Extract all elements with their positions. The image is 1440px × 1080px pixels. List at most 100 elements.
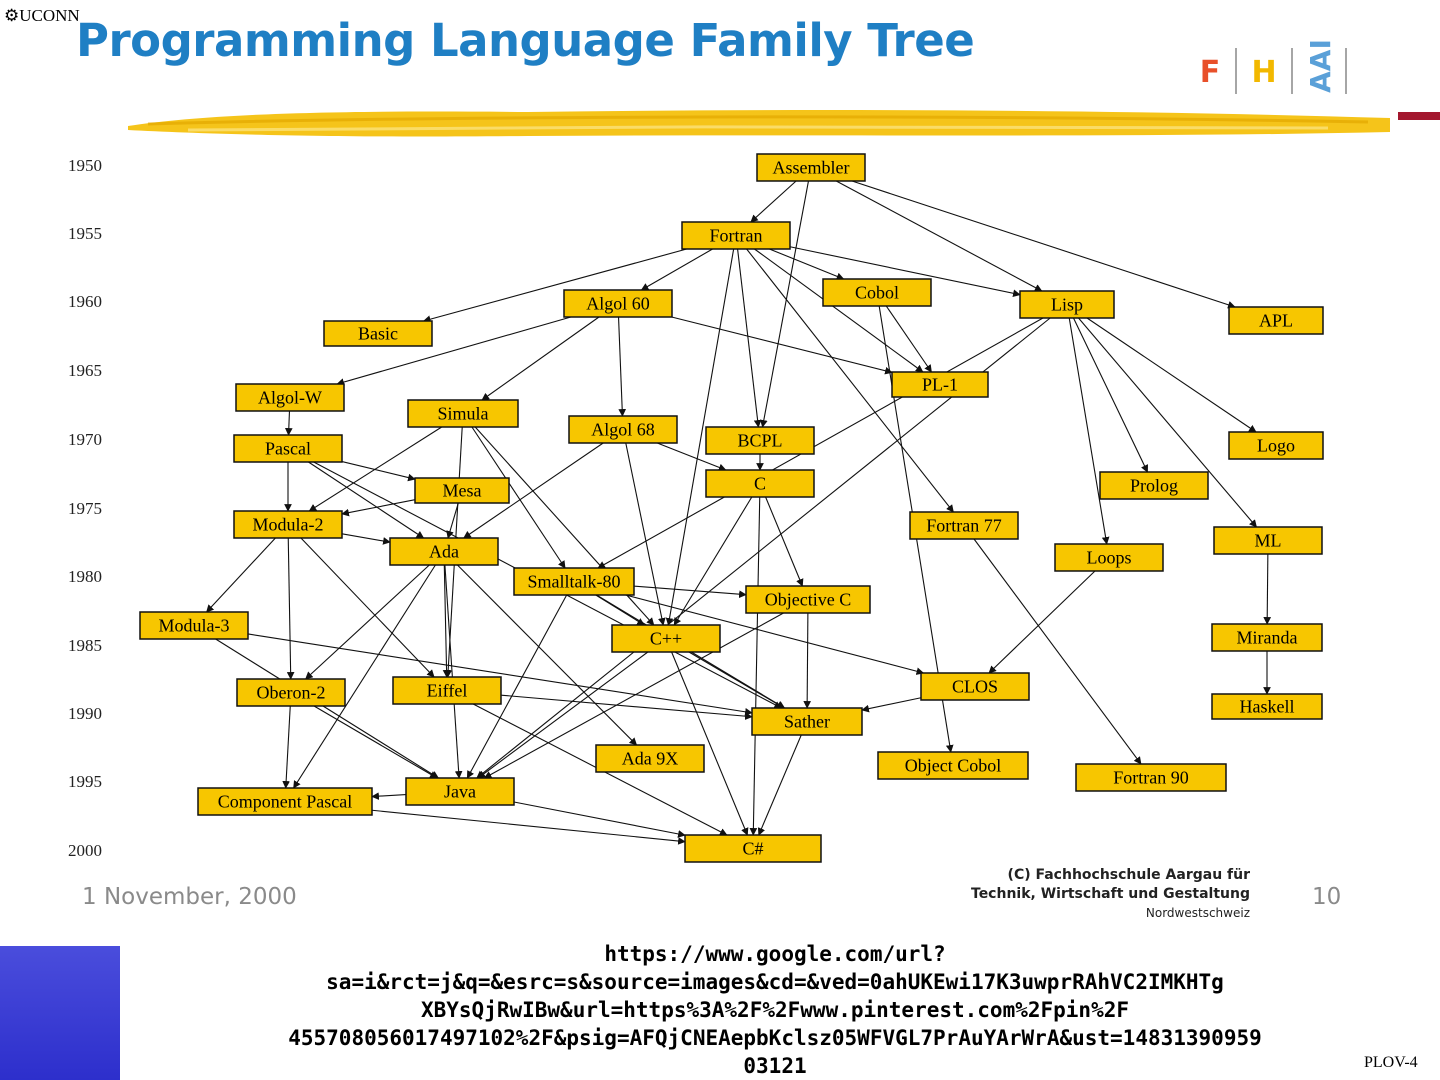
node-bcpl: BCPL — [705, 426, 815, 455]
node-box — [1228, 431, 1324, 460]
node-box — [568, 415, 678, 444]
edge-modula3-to-java — [215, 638, 440, 779]
node-label: C++ — [650, 629, 682, 649]
node-box — [392, 676, 502, 705]
node-fortran: Fortran — [681, 221, 791, 250]
node-box — [1099, 471, 1209, 500]
node-label: Mesa — [443, 481, 482, 501]
edge-lisp-to-prolog — [1072, 317, 1149, 473]
edge-objectivec-to-java — [483, 612, 784, 779]
node-box — [389, 537, 499, 566]
edge-modula2-to-oberon2 — [286, 537, 295, 680]
edge-algol68-to-cpp — [625, 442, 666, 626]
edge-fortran-to-algol60 — [640, 248, 713, 291]
uconn-label: UCONN — [19, 6, 80, 25]
edge-cpp-to-sather — [688, 651, 785, 709]
node-label: CLOS — [952, 677, 998, 697]
edge-componentpascal-to-csharp — [371, 809, 686, 845]
copyright-line-3: Nordwestschweiz — [1145, 906, 1250, 920]
node-box — [705, 426, 815, 455]
edge-ml-to-miranda — [1263, 553, 1272, 625]
node-label: Java — [444, 782, 476, 802]
node-label: Haskell — [1240, 697, 1295, 717]
node-basic: Basic — [323, 320, 433, 347]
node-label: Ada 9X — [622, 749, 679, 769]
edge-objectivec-to-sather — [803, 612, 812, 709]
edge-fortran-to-pl1 — [754, 248, 924, 373]
source-url-line[interactable]: 455708056017497102%2F&psig=AFQjCNEAepbKc… — [288, 1026, 1262, 1050]
edge-java-to-csharp — [513, 801, 686, 838]
node-box — [751, 707, 863, 736]
node-label: Simula — [437, 404, 488, 424]
node-algol68: Algol 68 — [568, 415, 678, 444]
node-box — [1213, 526, 1323, 555]
red-accent-bar — [1398, 112, 1440, 120]
edge-oberon2-to-java — [313, 705, 438, 779]
node-box — [891, 371, 989, 398]
edge-fortran-to-cpp — [665, 248, 735, 626]
node-label: Lisp — [1051, 295, 1083, 315]
edge-simula-to-modula2 — [308, 426, 443, 512]
node-box — [611, 624, 721, 653]
node-box — [909, 511, 1019, 540]
logo-letters-aai: AAI — [1304, 39, 1337, 93]
node-label: Loops — [1087, 548, 1132, 568]
node-box — [1075, 763, 1227, 792]
edge-fortran-to-cobol — [769, 248, 845, 280]
copyright-line-1: (C) Fachhochschule Aargau für — [1007, 867, 1250, 883]
edge-loops-to-clos — [988, 570, 1096, 674]
source-url[interactable]: https://www.google.com/url? sa=i&rct=j&q=… — [228, 940, 1322, 1080]
edge-lisp-to-loops — [1068, 317, 1110, 545]
source-url-line[interactable]: XBYsQjRwIBw&url=https%3A%2F%2Fwww.pinter… — [420, 998, 1129, 1022]
source-url-line[interactable]: https://www.google.com/url? — [604, 942, 946, 966]
node-box — [323, 320, 433, 347]
edge-algol68-to-c — [657, 442, 727, 472]
edge-cobol-to-pl1 — [885, 305, 932, 373]
year-label-1995: 1995 — [68, 772, 102, 791]
node-apl: APL — [1228, 306, 1324, 335]
node-label: APL — [1259, 311, 1293, 331]
node-label: Ada — [429, 542, 459, 562]
node-box — [513, 567, 635, 596]
node-label: Assembler — [773, 158, 850, 178]
page-title: Programming Language Family Tree — [76, 14, 975, 67]
year-label-2000: 2000 — [68, 841, 102, 860]
edge-smalltalk80-to-java — [466, 594, 568, 779]
node-box — [1211, 693, 1323, 720]
node-modula2: Modula-2 — [233, 510, 343, 539]
slide-code: PLOV-4 — [1364, 1054, 1418, 1071]
node-label: PL-1 — [922, 375, 958, 395]
node-label: Logo — [1257, 436, 1295, 456]
node-sather: Sather — [751, 707, 863, 736]
node-algol60: Algol 60 — [563, 289, 673, 318]
node-prolog: Prolog — [1099, 471, 1209, 500]
node-logo: Logo — [1228, 431, 1324, 460]
node-label: Basic — [358, 324, 398, 344]
node-label: Fortran — [710, 226, 763, 246]
edge-ada-to-eiffel — [442, 564, 451, 678]
edge-mesa-to-modula2 — [341, 499, 416, 517]
node-c: C — [705, 469, 815, 498]
edge-algolw-to-pascal — [284, 410, 293, 436]
edge-modula3-to-sather — [247, 633, 753, 716]
edge-clos-to-sather — [861, 697, 922, 713]
edge-ada-to-ada9x — [457, 564, 638, 746]
node-label: Sather — [784, 712, 830, 732]
node-box — [1211, 623, 1323, 652]
source-url-line[interactable]: sa=i&rct=j&q=&esrc=s&source=images&cd=&v… — [326, 970, 1224, 994]
node-fortran90: Fortran 90 — [1075, 763, 1227, 792]
node-box — [877, 751, 1029, 780]
edge-ada-to-java — [444, 564, 463, 779]
node-oberon2: Oberon-2 — [236, 678, 346, 707]
edge-c-to-csharp — [749, 496, 761, 836]
source-url-line[interactable]: 03121 — [743, 1054, 807, 1078]
year-label-1985: 1985 — [68, 636, 102, 655]
edge-lisp-to-smalltalk80 — [597, 317, 1044, 569]
year-label-1950: 1950 — [68, 156, 102, 175]
node-box — [595, 744, 705, 773]
edge-assembler-to-bcpl — [760, 180, 810, 428]
node-smalltalk80: Smalltalk-80 — [513, 567, 635, 596]
edge-pascal-to-ada — [308, 461, 425, 539]
